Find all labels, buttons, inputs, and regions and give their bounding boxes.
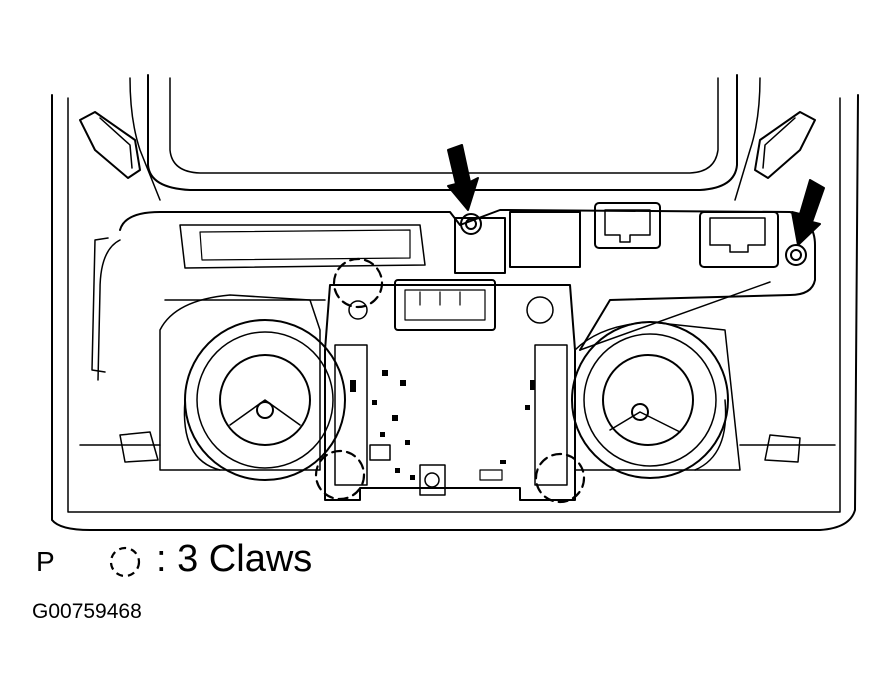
claw-marker-bottom-right xyxy=(534,452,586,504)
claw-marker-top xyxy=(332,257,384,309)
board-connector xyxy=(394,279,496,331)
right-clip-top xyxy=(754,111,816,179)
arrow-right xyxy=(791,179,825,246)
left-vent-ring xyxy=(196,331,334,469)
right-vent-inner xyxy=(602,354,694,446)
screw-right xyxy=(785,244,807,266)
left-clip-top xyxy=(79,111,141,179)
connector-d xyxy=(699,211,779,268)
legend-claws-text: : 3 Claws xyxy=(156,538,313,580)
left-vent-hub xyxy=(256,401,274,419)
right-clip-lower xyxy=(764,434,801,463)
right-vent-outer xyxy=(571,321,729,479)
arrow-left xyxy=(447,144,479,211)
claw-marker-bottom-left xyxy=(314,449,366,501)
outer-housing xyxy=(51,94,859,531)
right-vent-ring xyxy=(583,333,717,467)
inner-housing-outline xyxy=(67,97,841,513)
left-clip-lower xyxy=(119,431,159,463)
claw-markers xyxy=(314,257,586,504)
left-vent-inner xyxy=(219,354,311,446)
view-label: P xyxy=(36,546,55,577)
circuit-board xyxy=(324,284,576,501)
connector-c xyxy=(594,202,661,249)
connector-b xyxy=(509,211,581,268)
right-vent-housing xyxy=(574,321,741,471)
dashed-circle-icon xyxy=(109,546,141,578)
left-vent-housing xyxy=(159,294,321,471)
figure-code: G00759468 xyxy=(32,600,142,623)
screw-left xyxy=(460,213,482,235)
right-vent-hub xyxy=(631,403,649,421)
board-components xyxy=(350,370,535,480)
top-bezel xyxy=(147,74,738,191)
